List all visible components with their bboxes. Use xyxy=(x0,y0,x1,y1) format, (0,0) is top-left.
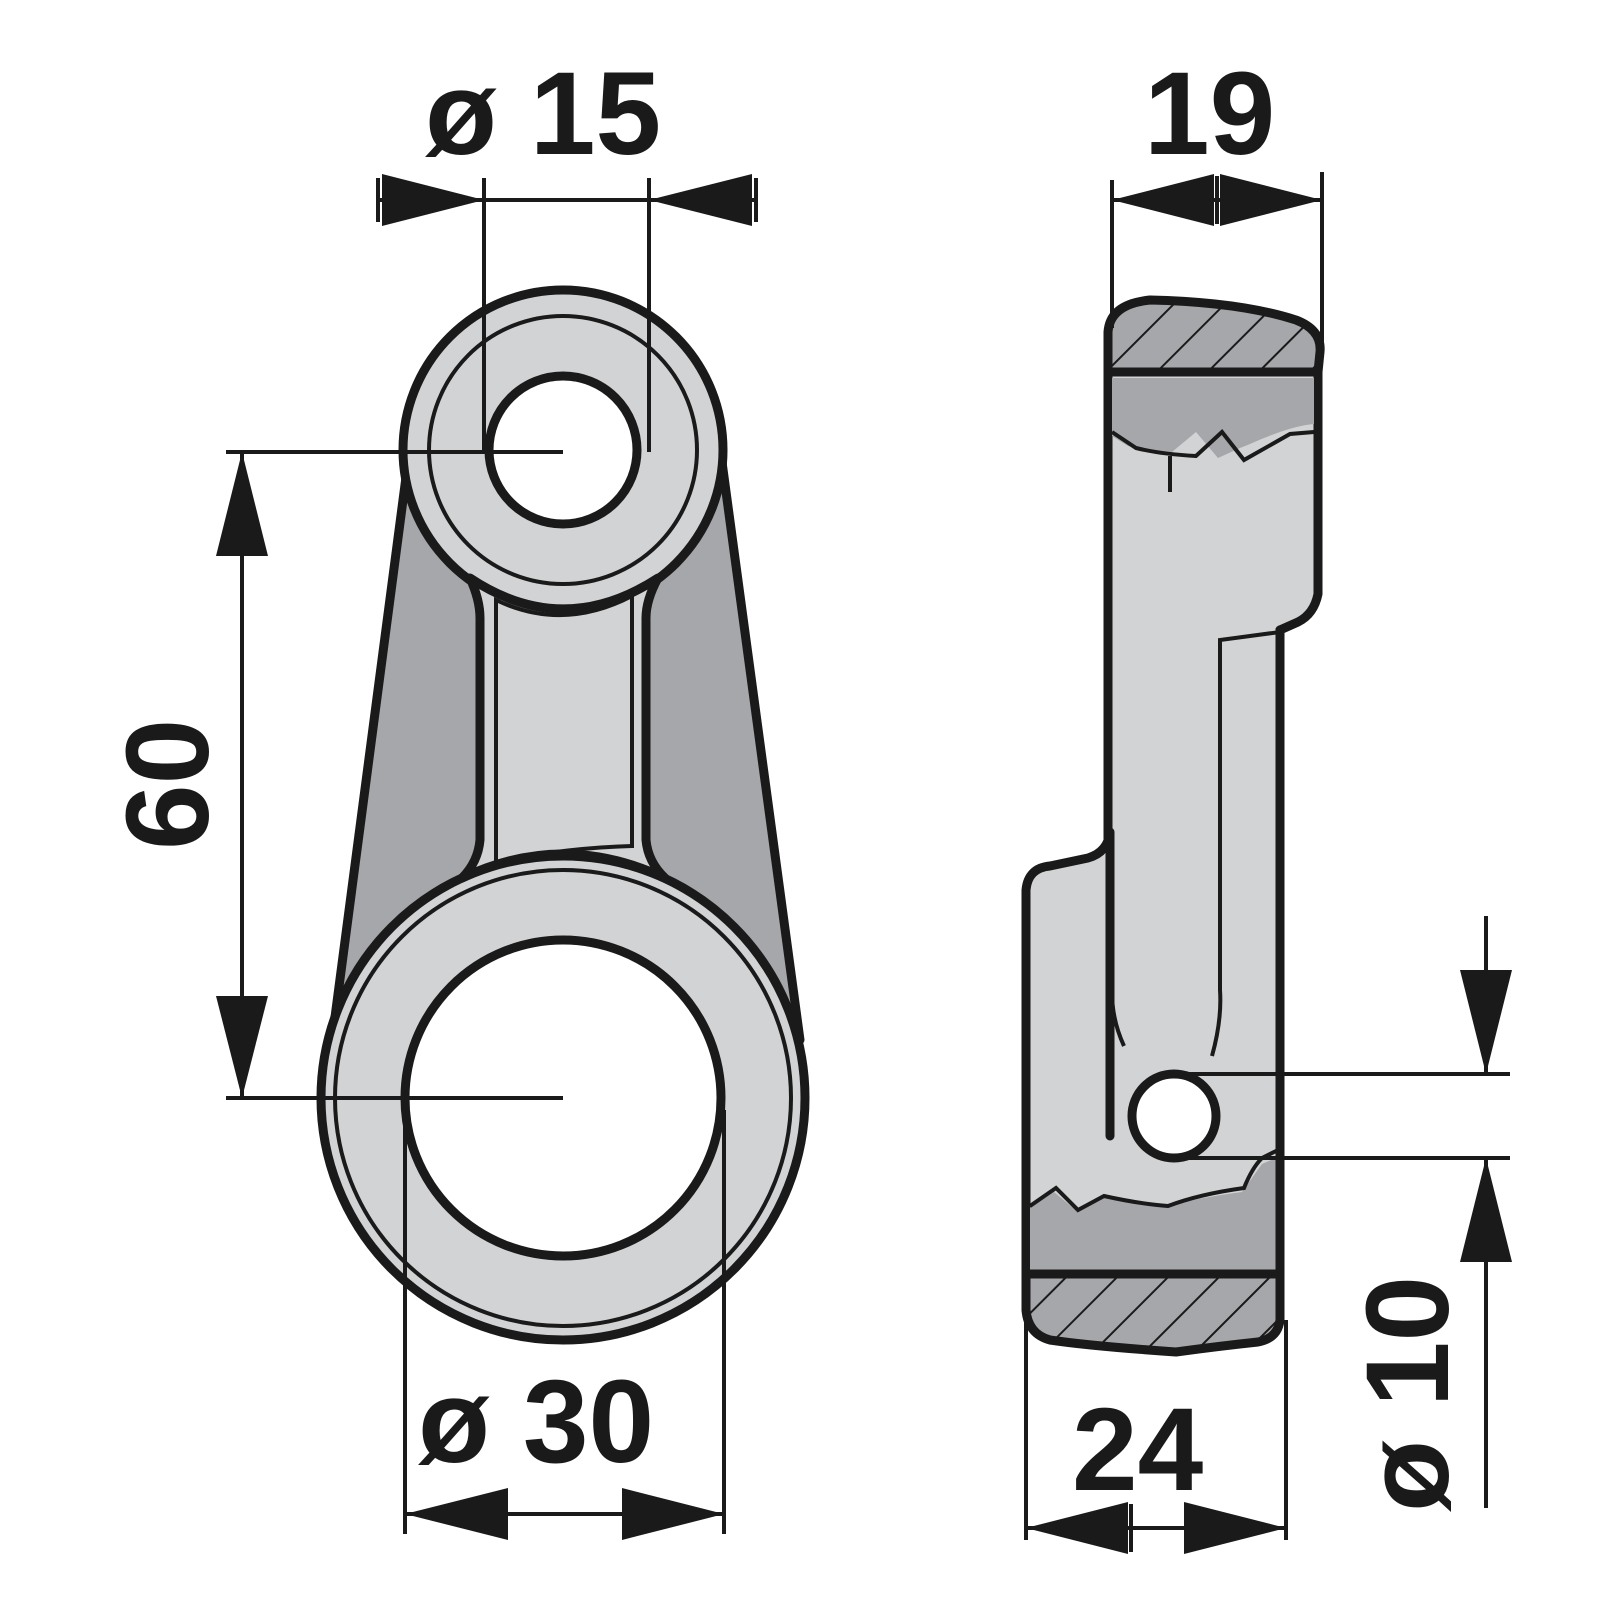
label-pin-hole: ø 10 xyxy=(1342,1276,1474,1512)
arrow-head xyxy=(216,996,268,1098)
side-inner-step xyxy=(1210,630,1281,1057)
front-shank xyxy=(457,573,670,883)
label-top-width: 19 xyxy=(1144,48,1275,180)
arrow-head xyxy=(382,174,484,226)
arrow-head xyxy=(1026,1502,1128,1554)
arrow-head xyxy=(622,1488,724,1540)
side-break-line-top xyxy=(1110,429,1315,463)
label-bottom-width: 24 xyxy=(1072,1384,1203,1516)
front-dim-small-bore: ø 15 xyxy=(376,48,758,452)
front-view xyxy=(316,285,810,1345)
side-dim-pin-hole: ø 10 xyxy=(1176,916,1512,1512)
side-main-body xyxy=(1021,625,1285,1315)
arrow-head xyxy=(1460,970,1512,1074)
front-dim-center-distance: 60 xyxy=(102,450,563,1100)
arrow-head xyxy=(1184,1502,1286,1554)
label-large-bore: ø 30 xyxy=(418,1356,654,1488)
side-top-section xyxy=(1103,295,1325,377)
side-dim-top-width: 19 xyxy=(1110,48,1324,350)
arrow-head xyxy=(1460,1158,1512,1262)
side-upper-shade xyxy=(1112,378,1314,458)
side-inner-curve xyxy=(1110,991,1126,1047)
arrow-head xyxy=(649,174,752,226)
side-view xyxy=(1021,295,1325,1357)
arrow-head xyxy=(216,452,268,556)
arrow-head xyxy=(405,1488,508,1540)
side-pin-hole xyxy=(1127,1069,1221,1163)
label-center-distance: 60 xyxy=(102,719,234,850)
label-small-bore: ø 15 xyxy=(425,48,661,180)
arrow-head xyxy=(1112,174,1214,226)
front-dim-large-bore: ø 30 xyxy=(403,1110,726,1540)
side-lower-shade xyxy=(1030,1158,1276,1272)
front-shank-inner xyxy=(494,592,634,865)
side-dim-bottom-width: 24 xyxy=(1024,1320,1288,1554)
side-break-line-bottom xyxy=(1028,1148,1279,1213)
side-bottom-section xyxy=(1021,1269,1285,1357)
arrow-head xyxy=(1220,174,1322,226)
